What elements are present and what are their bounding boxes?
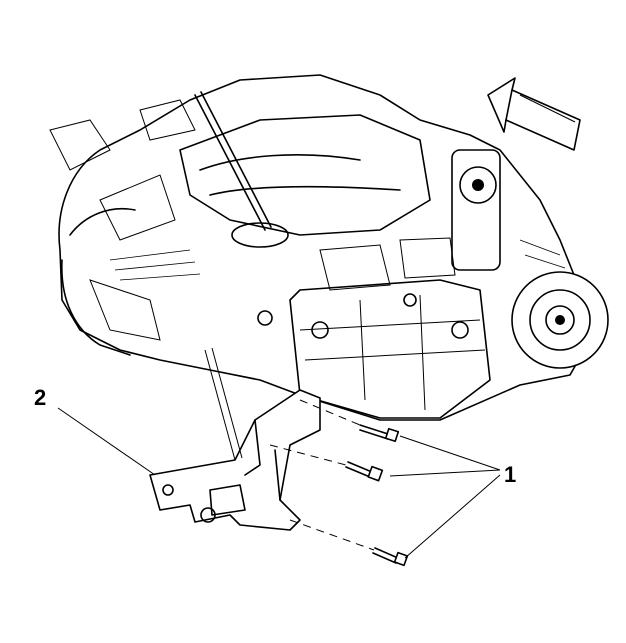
- leader-lines: [57, 407, 501, 559]
- mount-bracket: [149, 347, 321, 531]
- bolt-middle: [345, 461, 384, 482]
- bolt-upper: [359, 424, 400, 443]
- bolt-lower: [372, 547, 409, 567]
- front-arrow-icon: [487, 77, 581, 151]
- engine-assembly: [49, 74, 609, 421]
- callout-2-label: 2: [34, 385, 46, 410]
- alignment-lines: [269, 399, 375, 551]
- callout-1-label: 1: [504, 462, 516, 487]
